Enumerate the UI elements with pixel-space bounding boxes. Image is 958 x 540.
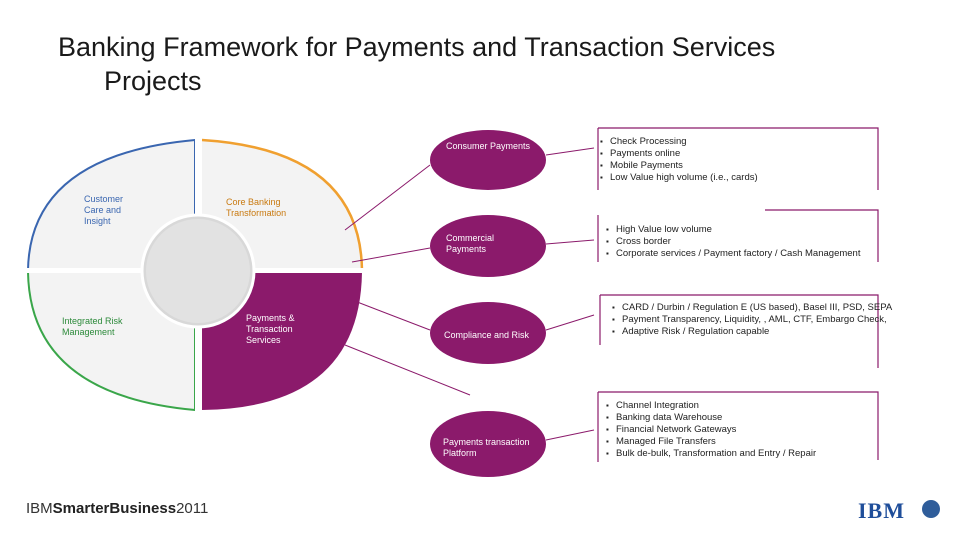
oval-consumer-payments <box>430 130 546 190</box>
label-risk-management: Integrated Risk Management <box>62 316 123 337</box>
list-item: Corporate services / Payment factory / C… <box>606 248 860 260</box>
quadrant-core-banking-border <box>201 138 364 271</box>
list-item: Bulk de-bulk, Transformation and Entry /… <box>606 448 816 460</box>
list-item: Mobile Payments <box>600 160 758 172</box>
bullets-platform: Channel Integration Banking data Warehou… <box>606 400 816 460</box>
bullets-commercial: High Value low volume Cross border Corpo… <box>606 224 860 260</box>
list-item: Banking data Warehouse <box>606 412 816 424</box>
oval-compliance-risk <box>430 302 546 364</box>
list-item: Cross border <box>606 236 860 248</box>
footer-prefix: IBM <box>26 500 53 517</box>
list-item: Payment Transparency, Liquidity, , AML, … <box>612 314 892 326</box>
list-item: Low Value high volume (i.e., cards) <box>600 172 758 184</box>
oval-label-compliance-risk: Compliance and Risk <box>444 330 530 340</box>
connectors <box>344 164 471 396</box>
bullets-compliance: CARD / Durbin / Regulation E (US based),… <box>612 302 892 338</box>
bullets-consumer: Check Processing Payments online Mobile … <box>600 136 758 184</box>
globe-icon <box>922 500 940 518</box>
oval-label-payments-platform: Payments transaction Platform <box>443 437 530 458</box>
page-title: Banking Framework for Payments and Trans… <box>58 30 775 98</box>
list-item: Channel Integration <box>606 400 816 412</box>
ibm-logo: IBM <box>858 498 905 523</box>
list-item: High Value low volume <box>606 224 860 236</box>
list-item: Adaptive Risk / Regulation capable <box>612 326 892 338</box>
quadrant-customer-care-border <box>27 138 196 271</box>
list-item: Financial Network Gateways <box>606 424 816 436</box>
list-item: Payments online <box>600 148 758 160</box>
oval-label-commercial-payments: Commercial Payments <box>446 233 495 254</box>
oval-commercial-payments <box>430 215 546 277</box>
list-item: CARD / Durbin / Regulation E (US based),… <box>612 302 892 314</box>
footer-bold: SmarterBusiness <box>52 500 177 517</box>
label-customer-care: Customer Care and Insight <box>84 194 124 226</box>
list-item: Managed File Transfers <box>606 436 816 448</box>
footer-brand: IBMSmarterBusiness2011 <box>26 500 208 517</box>
title-line1: Banking Framework for Payments and Trans… <box>58 32 776 62</box>
oval-label-consumer-payments: Consumer Payments <box>446 141 531 151</box>
label-core-banking: Core Banking Transformation <box>226 197 287 218</box>
label-payments-services: Payments & Transaction Services <box>246 313 295 345</box>
oval-payments-platform <box>430 411 546 477</box>
title-line2: Projects <box>104 66 202 96</box>
quadrant-risk-border <box>27 271 196 412</box>
footer-year: 2011 <box>176 500 209 517</box>
list-item: Check Processing <box>600 136 758 148</box>
